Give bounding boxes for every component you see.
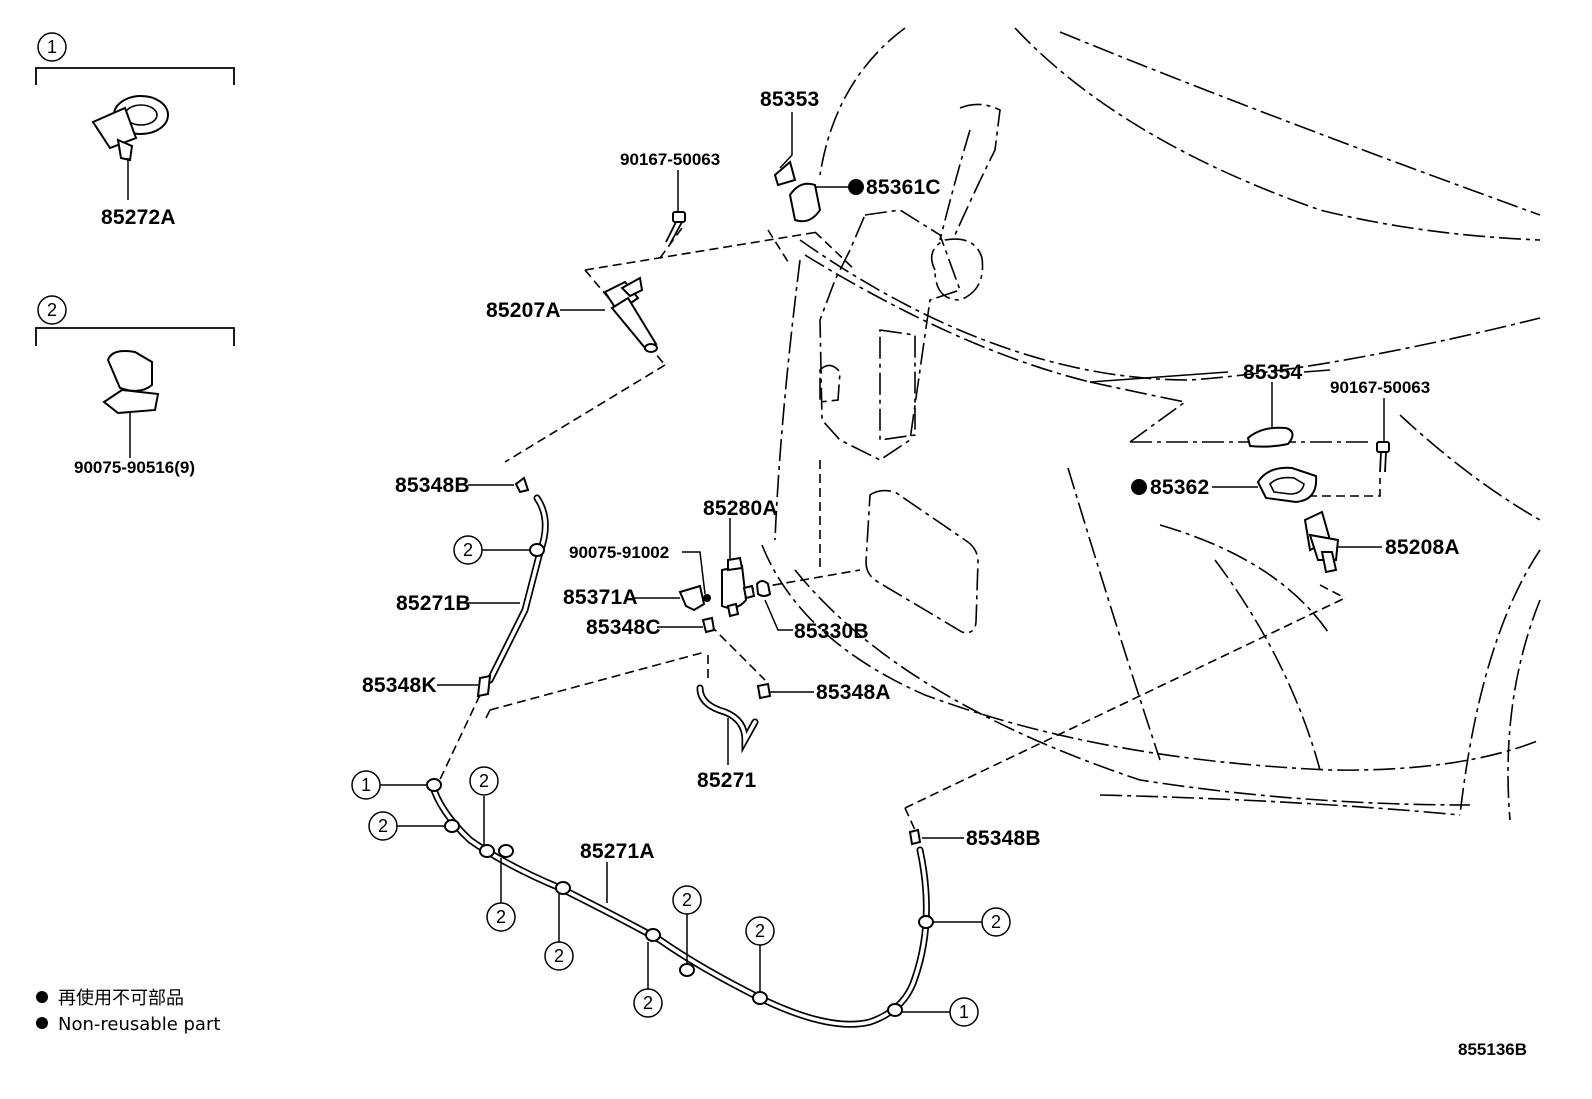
nozzle-85208A-icon bbox=[1303, 510, 1340, 574]
label-85271B: 85271B bbox=[396, 592, 471, 615]
callouts: 2 1 2 2 2 2 2 2 2 2 1 bbox=[351, 535, 1011, 1027]
kit-1-callout: 1 bbox=[47, 37, 57, 57]
clamp-85272A-icon bbox=[91, 95, 169, 162]
label-85280A: 85280A bbox=[703, 497, 778, 520]
label-85271A: 85271A bbox=[580, 840, 655, 863]
label-85353: 85353 bbox=[760, 88, 819, 111]
joint-85348K-icon bbox=[476, 674, 492, 698]
grommet-85330B-icon bbox=[755, 580, 772, 597]
kit-panel-1: 1 85272A bbox=[35, 32, 235, 229]
label-85330B: 85330B bbox=[794, 620, 869, 643]
figure-id: 855136B bbox=[1458, 1040, 1527, 1059]
callout-2: 2 bbox=[755, 921, 765, 941]
label-90167-50063-right: 90167-50063 bbox=[1330, 378, 1430, 397]
label-85348A: 85348A bbox=[816, 681, 891, 704]
label-85362: 85362 bbox=[1150, 476, 1209, 499]
label-90167-50063-left: 90167-50063 bbox=[620, 150, 720, 169]
gasket-85362-icon bbox=[1256, 466, 1318, 504]
label-90075-91002: 90075-91002 bbox=[569, 543, 669, 562]
hoses bbox=[428, 494, 930, 1028]
callout-2: 2 bbox=[682, 890, 692, 910]
label-85207A: 85207A bbox=[486, 299, 561, 322]
check-valve-85348B-top-icon bbox=[514, 476, 530, 494]
check-valve-85348B-bottom-icon bbox=[908, 828, 922, 846]
callout-2: 2 bbox=[496, 907, 506, 927]
assembly-lines bbox=[434, 227, 1381, 831]
callout-1: 1 bbox=[959, 1002, 969, 1022]
check-valve-85348C-icon bbox=[701, 616, 716, 634]
label-85354: 85354 bbox=[1243, 361, 1303, 384]
callout-2: 2 bbox=[554, 946, 564, 966]
callout-2: 2 bbox=[378, 816, 388, 836]
clip-90075-90516-icon bbox=[102, 350, 160, 415]
kit-2-callout: 2 bbox=[47, 300, 57, 320]
leader-lines bbox=[380, 112, 1385, 1013]
kit-panel-2: 2 90075-90516(9) bbox=[35, 295, 235, 477]
bolt-icon bbox=[665, 211, 686, 245]
legend-bullet bbox=[36, 1017, 48, 1029]
kit-2-part-label: 90075-90516(9) bbox=[74, 458, 195, 477]
washer-pump-85280A-icon bbox=[721, 556, 756, 618]
legend-bullet bbox=[36, 991, 48, 1003]
non-reusable-marker bbox=[1131, 479, 1147, 495]
label-85348K: 85348K bbox=[362, 674, 437, 697]
hose-clamps bbox=[426, 543, 934, 1017]
callout-1: 1 bbox=[361, 775, 371, 795]
parts bbox=[476, 160, 1390, 846]
label-85348B-top: 85348B bbox=[395, 474, 470, 497]
check-valve-85348A-icon bbox=[756, 682, 772, 700]
label-85371A: 85371A bbox=[563, 586, 638, 609]
cover-85354-icon bbox=[1246, 426, 1294, 448]
label-85348C: 85348C bbox=[586, 616, 661, 639]
label-85271: 85271 bbox=[697, 769, 757, 792]
callout-2: 2 bbox=[643, 993, 653, 1013]
part-labels: 85353 90167-50063 85361C 85207A 85354 90… bbox=[362, 88, 1460, 863]
callout-2: 2 bbox=[479, 771, 489, 791]
nozzle-85207A-icon bbox=[603, 276, 658, 353]
gasket-85361C-icon bbox=[788, 182, 822, 223]
legend: 再使用不可部品 Non-reusable part bbox=[36, 988, 220, 1035]
elbow-85371A-icon bbox=[678, 584, 706, 612]
label-85208A: 85208A bbox=[1385, 536, 1460, 559]
callout-2: 2 bbox=[991, 912, 1001, 932]
label-85348B-bottom: 85348B bbox=[966, 827, 1041, 850]
label-85361C: 85361C bbox=[866, 176, 941, 199]
kit-1-part-label: 85272A bbox=[101, 206, 176, 229]
legend-jp: 再使用不可部品 bbox=[58, 988, 184, 1009]
non-reusable-marker bbox=[848, 179, 864, 195]
cap-85353-icon bbox=[773, 160, 797, 187]
grommet-dot bbox=[703, 594, 711, 602]
legend-en: Non-reusable part bbox=[58, 1014, 220, 1035]
callout-2: 2 bbox=[463, 540, 473, 560]
bolt-right-icon bbox=[1376, 441, 1390, 473]
